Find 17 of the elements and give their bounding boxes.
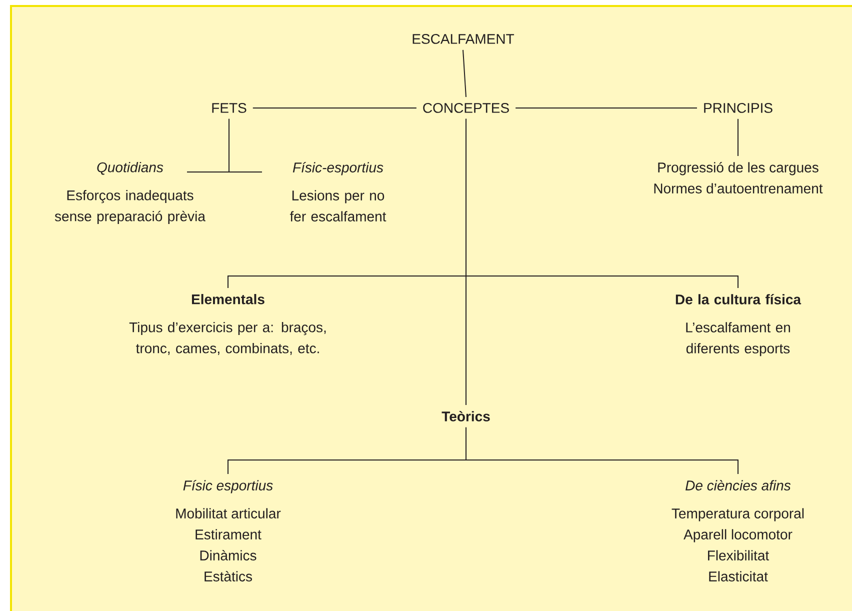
concept-text: CONCEPTES: [423, 103, 509, 113]
connector-line: [228, 118, 262, 172]
concept-text: De ciències afins Temperatura corporal Aparell locomotor Flexibilitat Elasticitat: [672, 480, 804, 582]
concept-text: FETS: [212, 103, 246, 113]
connector-line: [515, 107, 698, 108]
concept-text: Elementals Tipus d’exercicis per a: braços, tronc, cames, combinats, etc.: [129, 294, 326, 355]
connector-line: [466, 426, 738, 474]
concept-text: De la cultura física L’escalfament en diferents esports: [676, 294, 802, 356]
concept-text: PRINCIPIS: [704, 103, 772, 113]
concept-text: Quotidians Esforços inadequats sense preparació prèvia: [54, 162, 206, 224]
connector-line: [252, 107, 417, 108]
concept-text: Teòrics: [442, 411, 490, 422]
concept-text: ESCALFAMENT: [412, 34, 514, 44]
concept-text: Físic esportius Mobilitat articular Estirament Dinàmics Estàtics: [176, 480, 281, 582]
connector-line: [462, 49, 466, 98]
concept-text: Progressió de les cargues Normes d’autoentrenament: [654, 162, 823, 194]
concept-text: Físic-esportius Lesions per no fer escalfament: [290, 162, 386, 222]
